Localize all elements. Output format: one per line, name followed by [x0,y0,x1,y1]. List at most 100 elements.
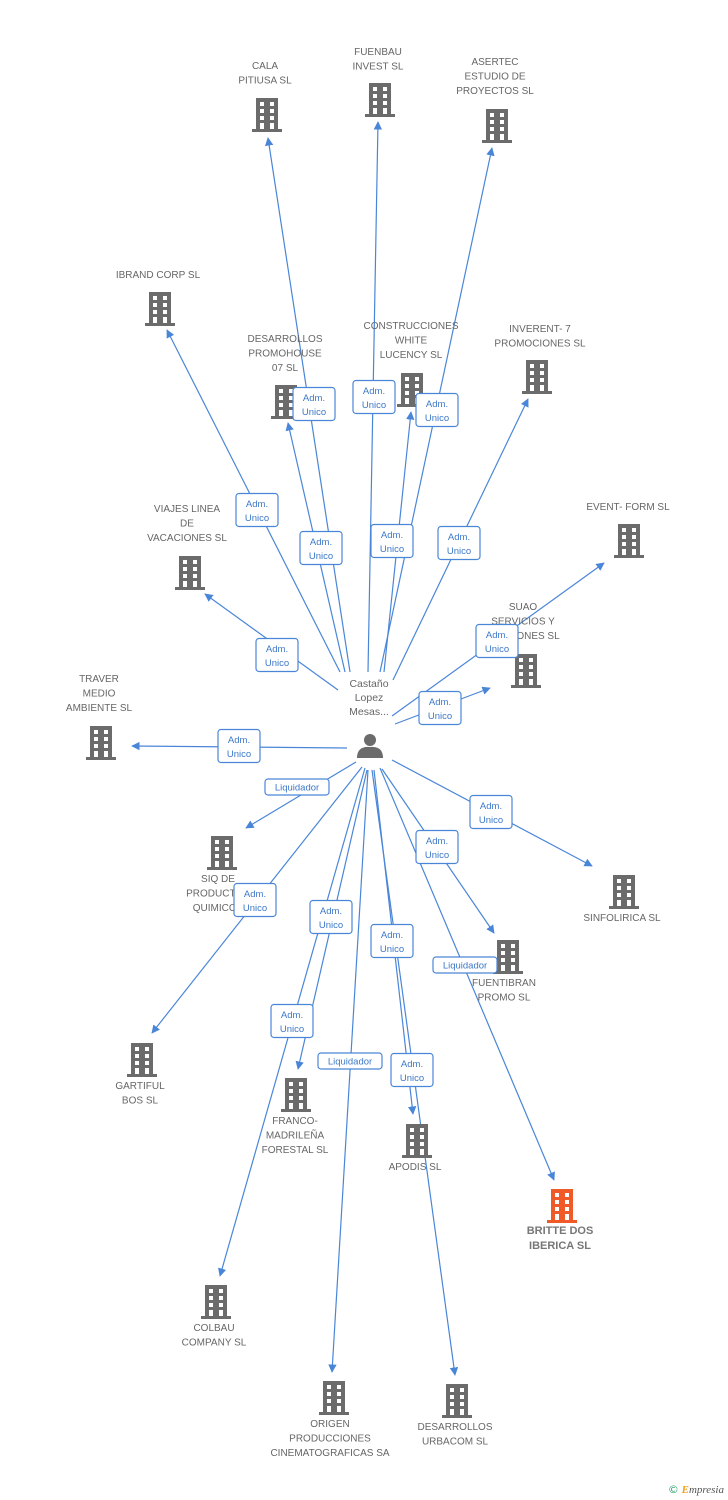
building-icon [442,1384,472,1418]
role-label-asertec[interactable]: Adm.Unico [415,392,459,428]
role-label-text: Adm.Unico [362,386,386,411]
role-label-line: Unico [245,513,269,524]
building-icon [319,1381,349,1415]
role-label-line: Adm. [486,630,508,641]
company-label-line: EVENT- FORM SL [586,502,670,513]
role-label-text: Liquidador [275,783,319,794]
building-icon [402,1124,432,1158]
role-label-origen[interactable]: Liquidador [317,1052,383,1070]
role-label-text: Adm.Unico [380,530,404,555]
role-label-line: Unico [479,815,503,826]
role-label-box [264,778,330,796]
company-label-line: DESARROLLOS [417,1422,492,1433]
building-icon [281,1078,311,1112]
role-label-line: Unico [319,920,343,931]
role-label-text: Adm.Unico [447,532,471,557]
company-node-urbacom[interactable]: DESARROLLOS URBACOM SL [417,1384,493,1448]
role-label-sinfolirica[interactable]: Adm. Unico [469,794,513,830]
role-label-box [299,530,343,566]
role-label-event[interactable]: Adm. Unico [475,623,519,659]
role-label-line: Unico [485,644,509,655]
role-label-text: Adm.Unico [425,836,449,861]
role-label-urbacom[interactable]: Adm.Unico [390,1052,434,1088]
role-label-box [235,492,279,528]
company-label: APODIS SL [389,1162,442,1173]
company-node-sinfolirica[interactable]: SINFOLIRICA SL [583,875,661,924]
role-label-siq[interactable]: Liquidador [264,778,330,796]
role-label-traver[interactable]: Adm.Unico [217,728,261,764]
company-label: EVENT- FORM SL [586,502,670,513]
company-label-line: ASERTEC [471,57,518,68]
role-label-viajes[interactable]: Adm.Unico [255,637,299,673]
role-label-box [292,386,336,422]
role-label-fuenbau[interactable]: Adm.Unico [352,379,396,415]
company-label-line: COMPANY SL [182,1338,247,1349]
company-label-line: ESTUDIO DE [464,72,525,83]
company-label-line: 07 SL [272,363,299,374]
role-label-text: Adm.Unico [309,537,333,562]
role-label-apodis[interactable]: Adm.Unico [370,923,414,959]
role-label-box [415,392,459,428]
company-node-ibrand[interactable]: IBRAND CORP SL [116,270,201,326]
role-label-ibrand[interactable]: Adm.Unico [235,492,279,528]
role-label-line: Adm. [480,801,502,812]
role-label-suao[interactable]: Adm.Unico [418,690,462,726]
copyright-symbol: © [667,1483,679,1496]
role-label-cala[interactable]: Adm.Unico [292,386,336,422]
building-icon [127,1043,157,1077]
role-label-britte[interactable]: Liquidador [432,956,498,974]
company-node-britte[interactable]: BRITTE DOS IBERICA SL [527,1189,594,1252]
role-label-line: Unico [362,400,386,411]
company-label-line: URBACOM SL [422,1437,489,1448]
role-label-construcciones[interactable]: Adm.Unico [370,523,414,559]
company-label-line: BRITTE DOS [527,1225,594,1237]
role-label-box [437,525,481,561]
role-label-box [270,1003,314,1039]
company-label-line: FRANCO- [272,1116,318,1127]
company-node-event[interactable]: EVENT- FORM SL [586,502,670,558]
company-label-line: QUIMICOS [193,903,244,914]
role-label-inverent[interactable]: Adm.Unico [437,525,481,561]
role-label-text: Adm.Unico [380,930,404,955]
role-label-box [255,637,299,673]
company-label-line: MEDIO [83,689,116,700]
role-label-gartiful[interactable]: Adm.Unico [233,882,277,918]
building-icon [207,836,237,870]
role-label-line: Adm. [381,530,403,541]
company-label-line: IBERICA SL [529,1240,591,1252]
company-label-line: BOS SL [122,1096,159,1107]
role-label-text: Adm.Unico [319,906,343,931]
role-label-franco[interactable]: Adm.Unico [309,899,353,935]
role-label-box [370,523,414,559]
company-label-line: TRAVER [79,674,119,685]
person-name-line: Castaño [349,678,388,690]
company-label-line: SINFOLIRICA SL [583,913,661,924]
company-node-apodis[interactable]: APODIS SL [389,1124,442,1173]
role-label-fuentibran[interactable]: Adm.Unico [415,829,459,865]
role-label-promohouse[interactable]: Adm.Unico [299,530,343,566]
role-label-colbau[interactable]: Adm.Unico [270,1003,314,1039]
building-icon [482,109,512,143]
